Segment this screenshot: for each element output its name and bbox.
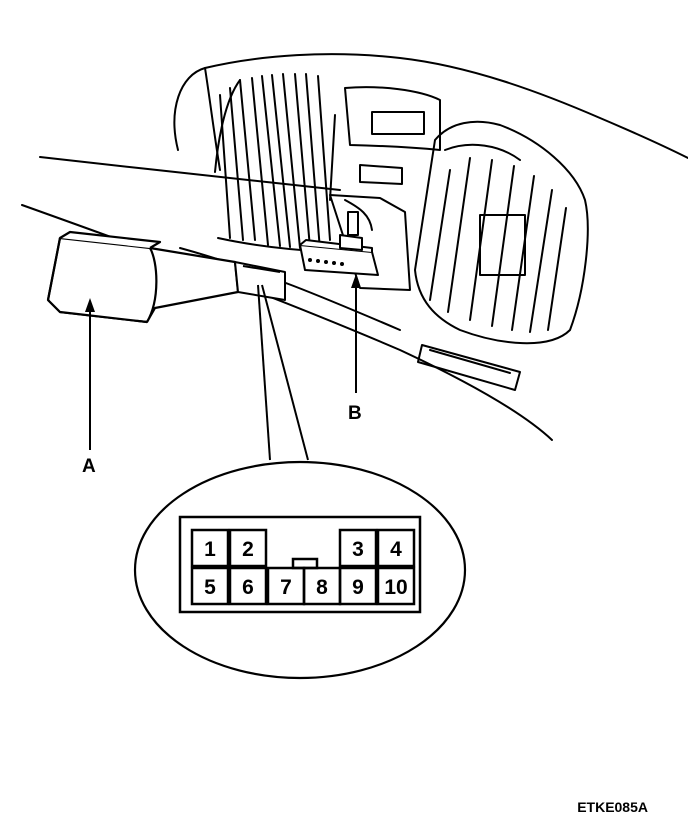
pin-1: 1 [204, 538, 216, 561]
pin-10: 10 [384, 576, 407, 599]
connector-b-pins [308, 258, 344, 266]
pin-8: 8 [316, 576, 328, 599]
dashboard-outline [21, 53, 688, 441]
module-a [46, 230, 240, 324]
pin-4: 4 [390, 538, 402, 561]
magnifier-circle [133, 460, 467, 680]
pin-connector [178, 515, 422, 614]
pin-3: 3 [352, 538, 364, 561]
leader-lines [89, 282, 357, 461]
pin-5: 5 [204, 576, 216, 599]
pin-7: 7 [280, 576, 292, 599]
pin-9: 9 [352, 576, 364, 599]
dlc-plug [234, 261, 286, 301]
connector-b [299, 211, 379, 276]
pin-6: 6 [242, 576, 254, 599]
figure-code: ETKE085A [577, 799, 648, 815]
pin-2: 2 [242, 538, 254, 561]
callout-b: B [348, 403, 362, 424]
callout-a: A [82, 456, 96, 477]
arrowheads [85, 274, 361, 312]
